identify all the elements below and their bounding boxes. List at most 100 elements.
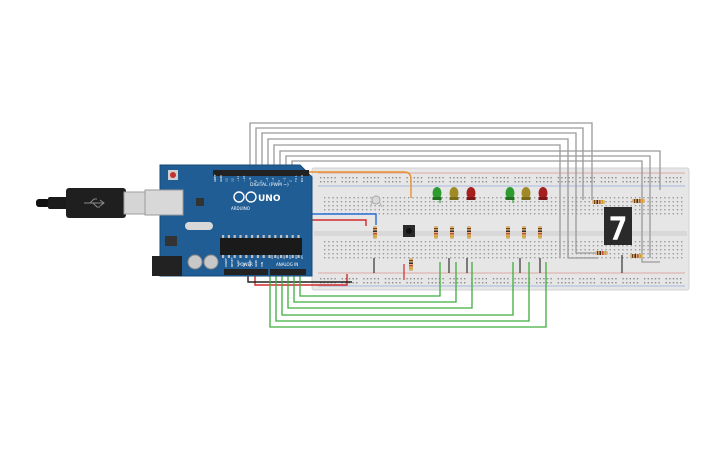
led-red-2[interactable] (538, 187, 548, 200)
analog-pin-label: A4 (294, 255, 298, 259)
green-wire-4[interactable] (287, 262, 473, 309)
digital-pin-label: RX 0 (300, 175, 304, 182)
power-pin-label: VIN (260, 262, 264, 267)
led-green-2[interactable] (505, 187, 515, 200)
gray-wire-7[interactable] (285, 155, 651, 258)
analog-pin-label: A0 (270, 255, 274, 259)
usb-cable-icon[interactable] (36, 188, 147, 218)
uno-logo-text: UNO (258, 194, 281, 204)
crystal (185, 222, 213, 230)
resistor-8[interactable] (409, 258, 413, 271)
brand-text: ARDUINO (231, 206, 250, 211)
capacitor-2 (203, 254, 219, 270)
chip-pins (222, 235, 300, 258)
resistors[interactable] (373, 199, 645, 271)
resistor-5[interactable] (506, 226, 510, 239)
power-pin-label: GND (248, 259, 252, 267)
digital-pin-label: 7 (259, 180, 263, 182)
digital-pin-label: GND (219, 174, 223, 182)
analog-pin-label: A3 (288, 255, 292, 259)
resistor-h2[interactable] (632, 199, 645, 203)
arduino-logo-icon (233, 191, 257, 203)
gray-wire-2[interactable] (255, 127, 584, 200)
power-jack-icon[interactable] (152, 256, 182, 276)
digital-pin-label: ~10 (242, 176, 246, 182)
digital-pin-label: 8 (254, 180, 258, 182)
gray-wire-8[interactable] (291, 160, 660, 263)
resistor-1[interactable] (373, 226, 377, 239)
regulator (165, 236, 177, 246)
cable-strain (48, 197, 68, 209)
push-button[interactable] (403, 225, 415, 237)
black-wire-bottom[interactable] (247, 275, 352, 283)
power-pin-label: 3.3V (236, 259, 240, 267)
green-wire-6[interactable] (299, 262, 441, 297)
display-digit: 7 (608, 210, 627, 248)
cable-end (36, 199, 50, 207)
red-wire-bottom[interactable] (254, 274, 348, 286)
power-pin-label: GND (254, 259, 258, 267)
power-pin-label: 5V (242, 262, 246, 267)
green-wire-1[interactable] (269, 262, 547, 328)
capacitor-1 (187, 254, 203, 270)
green-wires[interactable] (269, 190, 547, 328)
led-red-1[interactable] (466, 187, 476, 200)
photoresistor[interactable] (369, 194, 383, 208)
resistor-3[interactable] (450, 226, 454, 239)
digital-pin-label: 4 (277, 180, 281, 182)
reset-button-cap (170, 172, 176, 178)
analog-header[interactable] (270, 269, 306, 275)
digital-header[interactable] (213, 170, 309, 176)
analog-pin-label: A5 (300, 255, 304, 259)
green-wire-5[interactable] (293, 262, 457, 303)
resistor-h1[interactable] (592, 200, 605, 204)
breadboard-center-channel (314, 231, 687, 236)
digital-label: DIGITAL (PWM ~) (250, 182, 289, 188)
digital-pin-label: AREF (213, 174, 217, 182)
gray-wire-6[interactable] (279, 150, 661, 190)
power-label: POWER (238, 262, 253, 267)
led-yellow-1[interactable] (449, 187, 459, 200)
digital-pin-label: 13 (225, 178, 229, 182)
analog-pin-label: A2 (282, 255, 286, 259)
digital-pin-label: TX 1 (294, 175, 298, 183)
seven-segment-display[interactable]: 7 (604, 207, 632, 248)
gray-wires[interactable] (249, 122, 661, 263)
analog-pin-label: A1 (276, 255, 280, 259)
digital-pin-label: ~5 (271, 177, 275, 182)
resistor-h3[interactable] (595, 251, 608, 255)
led-yellow-2[interactable] (521, 187, 531, 200)
leds[interactable] (432, 187, 548, 200)
green-wire-3[interactable] (281, 262, 514, 316)
breadboard-body (311, 167, 690, 291)
resistor-2[interactable] (434, 226, 438, 239)
digital-pin-label: ~9 (248, 177, 252, 182)
resistor-7[interactable] (538, 226, 542, 239)
digital-pin-label: ~6 (265, 177, 269, 182)
usb-port-icon[interactable] (144, 189, 184, 216)
breadboard[interactable] (311, 167, 690, 291)
analog-label: ANALOG IN (276, 262, 298, 267)
resistor-h4[interactable] (630, 254, 643, 258)
atmega-chip (220, 238, 302, 255)
gray-wire-4[interactable] (267, 138, 598, 259)
gray-wire-5[interactable] (273, 144, 561, 258)
power-header[interactable] (224, 269, 268, 275)
power-pin-label: IOREF (224, 258, 228, 267)
orange-wire[interactable] (300, 171, 412, 198)
led-green-1[interactable] (432, 187, 442, 200)
resistor-4[interactable] (467, 226, 471, 239)
digital-pin-label: ~3 (283, 177, 287, 182)
green-wire-2[interactable] (275, 262, 530, 322)
display-body (604, 207, 632, 245)
usb-plug-metal (123, 191, 147, 215)
resistor-6[interactable] (522, 226, 526, 239)
digital-pin-label: 12 (230, 178, 234, 182)
usb-symbol-icon (84, 198, 105, 208)
gray-wire-3[interactable] (261, 132, 606, 254)
